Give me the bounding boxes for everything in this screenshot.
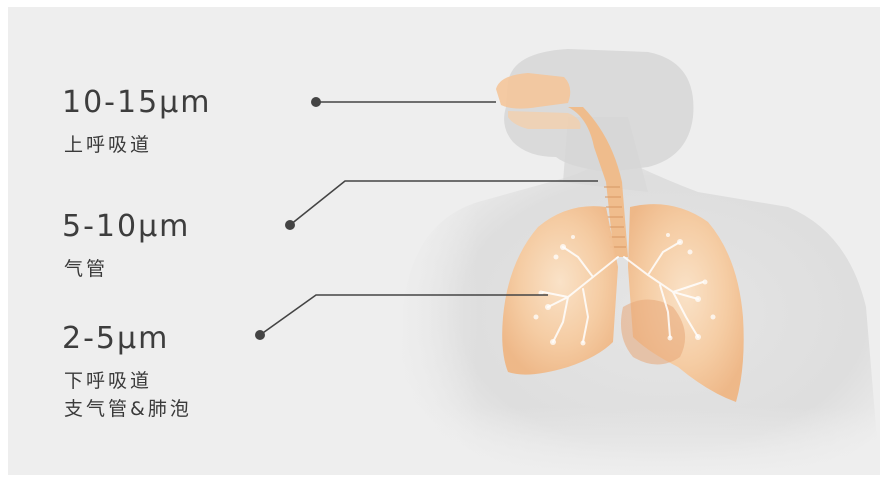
nasal-cavity (496, 73, 570, 109)
diagram-panel: 10-15μm 上呼吸道 5-10μm 气管 2-5μm 下呼吸道 支气管&肺泡 (8, 7, 880, 475)
callout-region-bronchi-alveoli: 支气管&肺泡 (64, 395, 192, 423)
callout-size-upper-airway: 10-15μm (62, 85, 211, 120)
leader-dot-upper-airway (311, 97, 321, 107)
bottom-fade (388, 407, 880, 475)
callout-size-trachea: 5-10μm (62, 209, 190, 244)
callout-region-upper-airway: 上呼吸道 (64, 131, 152, 159)
leader-dots (255, 97, 321, 340)
leader-dot-lower-airway (255, 330, 265, 340)
left-fade (388, 7, 478, 475)
callout-region-trachea: 气管 (64, 255, 108, 283)
leader-dot-trachea (285, 220, 295, 230)
callout-region-lower-airway: 下呼吸道 (64, 367, 152, 395)
callout-size-lower-airway: 2-5μm (62, 321, 169, 356)
